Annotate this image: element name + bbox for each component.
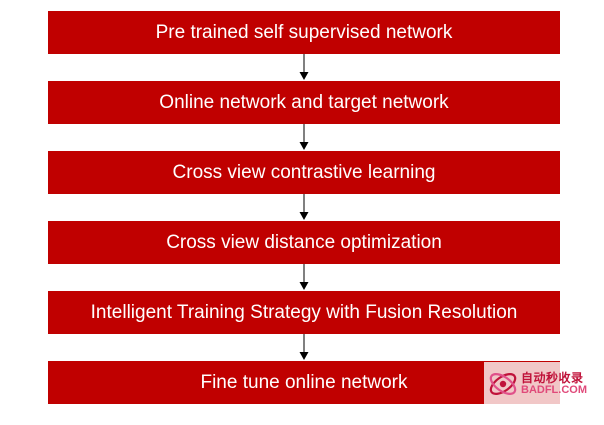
step-contrastive-learning: Cross view contrastive learning (48, 151, 560, 194)
step-pretrained-network: Pre trained self supervised network (48, 11, 560, 54)
watermark-logo-icon (489, 373, 517, 395)
arrow-down-icon (297, 54, 311, 81)
step-label: Pre trained self supervised network (155, 21, 453, 43)
watermark: 自动秒收录 BADFL.COM (484, 362, 588, 406)
step-fine-tune: Fine tune online network (48, 361, 560, 404)
arrow-down-icon (297, 264, 311, 291)
watermark-site-text: BADFL.COM (521, 383, 587, 396)
arrow-down-icon (297, 334, 311, 361)
arrow-down-icon (297, 194, 311, 221)
step-training-strategy: Intelligent Training Strategy with Fusio… (48, 291, 560, 334)
step-label: Cross view distance optimization (166, 231, 442, 253)
step-label: Online network and target network (159, 91, 449, 113)
step-online-target-network: Online network and target network (48, 81, 560, 124)
arrow-down-icon (297, 124, 311, 151)
step-label: Cross view contrastive learning (172, 161, 436, 183)
step-label: Intelligent Training Strategy with Fusio… (90, 301, 518, 323)
watermark-chinese-text: 自动秒收录 (521, 370, 584, 385)
step-distance-optimization: Cross view distance optimization (48, 221, 560, 264)
step-label: Fine tune online network (200, 371, 408, 393)
